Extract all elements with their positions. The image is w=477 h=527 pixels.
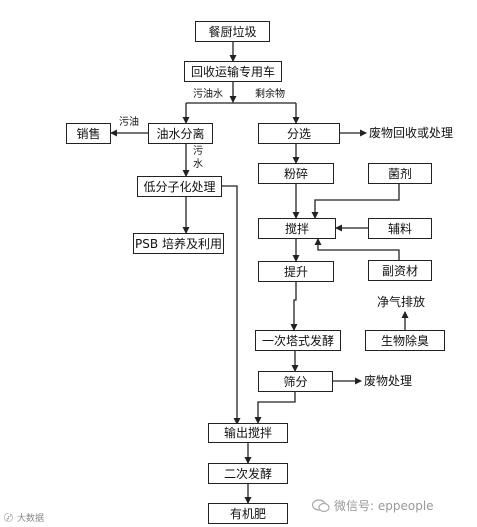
node-sorting: 分选 — [258, 123, 340, 144]
arrow-by-material-to-mixing — [314, 238, 400, 260]
label-wastewater-2: 水 — [193, 159, 203, 170]
node-second-fermentation: 二次发酵 — [208, 463, 288, 484]
node-lifting: 提升 — [258, 261, 334, 282]
arrow-bacteria-to-mixing — [311, 184, 400, 219]
watermark-wechat: 微信号: eppeople — [312, 497, 434, 514]
label-wastewater-1: 污 — [193, 146, 203, 157]
node-transport-vehicle: 回收运输专用车 — [184, 61, 282, 82]
label-residue: 剩余物 — [255, 89, 285, 100]
watermark-left: 〄 大数据 — [4, 511, 44, 524]
node-bio-deodorization: 生物除臭 — [365, 330, 445, 351]
node-crushing: 粉碎 — [258, 163, 334, 184]
node-clean-discharge: 净气排放 — [377, 295, 426, 309]
label-waste-recycle: 废物回收或处理 — [369, 126, 454, 140]
node-screening: 筛分 — [258, 371, 333, 392]
node-by-material: 副资材 — [368, 260, 432, 281]
node-oil-water-separation: 油水分离 — [148, 123, 213, 144]
watermark-wechat-text: 微信号: eppeople — [334, 499, 434, 513]
arrow-lifting-to-tower — [290, 282, 298, 331]
node-output-mixing: 输出搅拌 — [208, 423, 288, 443]
label-waste-treatment: 废物处理 — [364, 374, 413, 388]
node-tower-fermentation: 一次塔式发酵 — [255, 330, 341, 351]
node-mixing: 搅拌 — [258, 218, 336, 239]
logo-icon: 〄 — [4, 514, 14, 524]
node-bacteria-agent: 菌剂 — [368, 163, 432, 184]
node-sales: 销售 — [66, 123, 111, 144]
label-waste-oil: 污油 — [119, 117, 139, 128]
node-auxiliary: 辅料 — [368, 218, 432, 239]
wechat-icon — [312, 498, 330, 512]
node-psb: PSB 培养及利用 — [133, 233, 224, 254]
arrow-screening-to-output — [254, 392, 296, 424]
arrow-low-mol-to-output — [222, 185, 241, 425]
node-kitchen-waste: 餐厨垃圾 — [195, 21, 270, 42]
label-oily-water: 污油水 — [193, 89, 223, 100]
node-low-molecular: 低分子化处理 — [137, 176, 222, 197]
node-organic-fertilizer: 有机肥 — [208, 503, 288, 524]
watermark-left-text: 大数据 — [17, 514, 45, 524]
